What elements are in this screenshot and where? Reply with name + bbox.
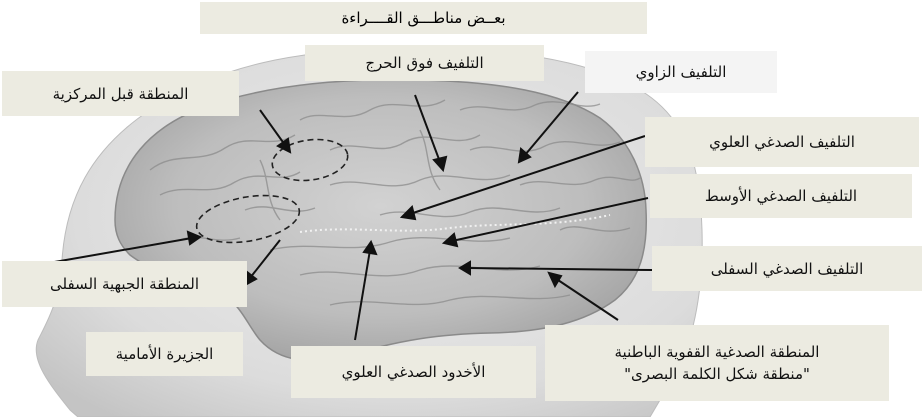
label-visual-word-form-area: المنطقة الصدغية القفوية الباطنية "منطقة … (545, 325, 889, 401)
label-middle-temporal-gyrus: التلفيف الصدغي الأوسط (650, 174, 912, 218)
vwfa-line-1: المنطقة الصدغية القفوية الباطنية (615, 341, 820, 363)
label-inferior-frontal: المنطقة الجبهية السفلى (2, 261, 247, 307)
label-supramarginal: التلفيف فوق الحرج (305, 45, 544, 81)
vwfa-line-2: "منطقة شكل الكلمة البصرى" (624, 363, 810, 385)
label-anterior-insula: الجزيرة الأمامية (86, 332, 243, 376)
page-title: بعــض مناطـــق القــــراءة (200, 2, 647, 34)
label-precentral: المنطقة قبل المركزية (2, 71, 239, 116)
label-superior-temporal-sulcus: الأخدود الصدغي العلوي (291, 346, 536, 398)
label-superior-temporal-gyrus: التلفيف الصدغي العلوي (645, 117, 919, 167)
label-inferior-temporal-gyrus: التلفيف الصدغي السفلى (652, 246, 922, 291)
label-angular: التلفيف الزاوي (585, 51, 777, 93)
